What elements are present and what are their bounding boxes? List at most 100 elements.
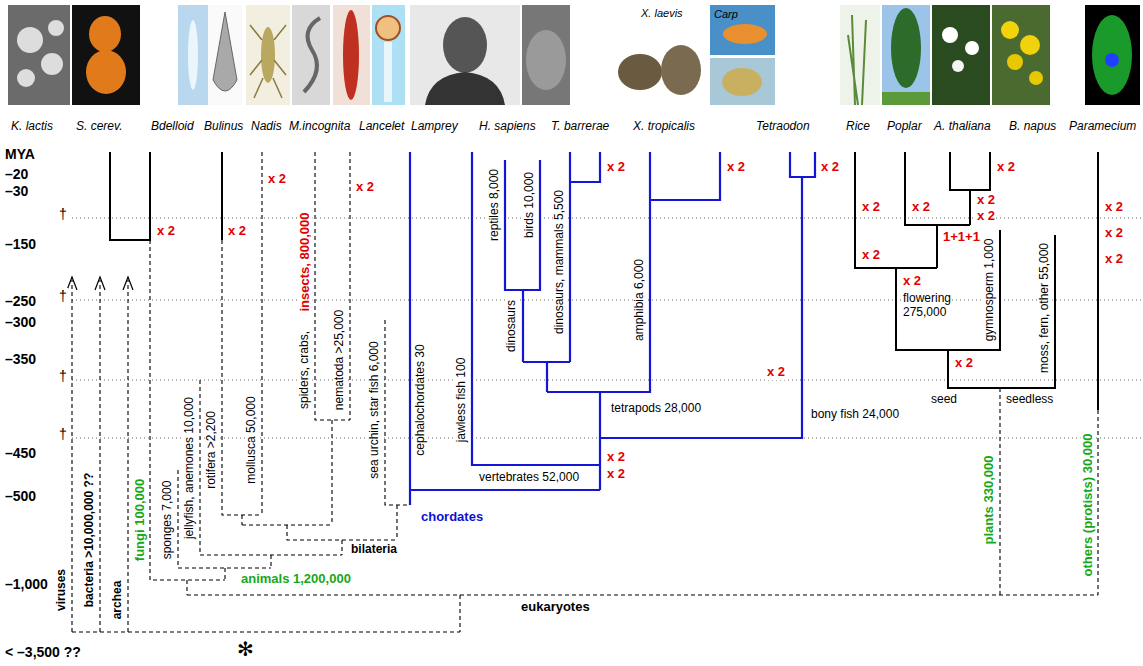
species-name: Paramecium xyxy=(1068,120,1137,134)
tree-branch xyxy=(969,190,971,225)
portrait-photo xyxy=(410,5,520,105)
tree-branch xyxy=(855,152,937,268)
carp-body xyxy=(723,24,767,44)
insect-body xyxy=(261,27,275,83)
duplication-mark: x 2 xyxy=(606,467,626,482)
group-label: eukaryotes xyxy=(520,600,591,615)
axis-tick: –30 xyxy=(4,183,29,199)
frog-body xyxy=(661,45,701,95)
rice-stems xyxy=(848,15,866,105)
photo-caption: Carp xyxy=(713,8,739,21)
snail-photo xyxy=(208,5,242,105)
group-label: chordates xyxy=(420,510,484,525)
tree-branch xyxy=(127,280,128,632)
rapeseed-photo xyxy=(992,5,1050,105)
axis-tick: –500 xyxy=(4,488,37,504)
axis-tick: –250 xyxy=(4,293,37,309)
lineage-label: moss, fern, other 55,000 xyxy=(1038,242,1052,374)
tree-branch xyxy=(224,568,225,580)
duplication-mark: x 2 xyxy=(861,200,881,215)
duplication-mark: x 2 xyxy=(1104,200,1124,215)
snail-shell xyxy=(213,12,237,91)
lineage-label: jawless fish 100 xyxy=(455,357,469,444)
yeast-photo xyxy=(72,5,140,105)
arrow-head xyxy=(123,277,133,290)
photo-caption: X. laevis xyxy=(640,7,684,20)
rotifer-body xyxy=(188,20,198,90)
lineage-label: amphibia 6,000 xyxy=(633,258,647,342)
species-name: Lancelet xyxy=(358,120,405,134)
rotifer-photo xyxy=(178,5,208,105)
lineage-label: rotifera >2,200 xyxy=(205,410,219,490)
species-name: S. cerev. xyxy=(75,120,123,134)
extinction-mark: † xyxy=(58,206,68,222)
carp-photo xyxy=(710,5,775,55)
group-label: tetrapods 28,000 xyxy=(610,402,702,416)
insect-photo xyxy=(246,5,290,105)
axis-tick: –450 xyxy=(4,445,37,461)
lamprey-body xyxy=(384,42,392,102)
pufferfish-photo xyxy=(710,58,775,105)
frog-body xyxy=(618,54,662,90)
duplication-mark: x 2 xyxy=(976,209,996,224)
lineage-label: spiders, crabs, xyxy=(298,330,312,410)
lineage-label: others (protists) 30,000 xyxy=(1081,432,1096,577)
tree-branch xyxy=(200,380,342,555)
arabidopsis-flower xyxy=(952,60,964,72)
tree-branch xyxy=(261,152,262,515)
rapeseed-flower xyxy=(1020,35,1040,55)
rodent-photo xyxy=(522,5,570,105)
duplication-mark: x 2 xyxy=(820,160,840,175)
lineage-label: jellyfish, anemones 10,000 xyxy=(183,396,197,540)
species-name: Rice xyxy=(845,120,871,134)
chordate-branch xyxy=(505,160,540,290)
duplication-mark: x 2 xyxy=(996,160,1016,175)
axis-tick: –20 xyxy=(4,166,29,182)
frog-photo xyxy=(612,5,702,105)
axis-tick: < –3,500 ?? xyxy=(4,644,82,660)
duplication-mark: x 2 xyxy=(156,224,176,239)
duplication-mark: x 2 xyxy=(902,274,922,289)
lineage-label: birds 10,000 xyxy=(523,171,537,239)
lineage-label: sponges 7,000 xyxy=(161,480,175,561)
duplication-mark: x 2 xyxy=(606,450,626,465)
species-name: M.incognita xyxy=(288,120,351,134)
arrow-head xyxy=(95,277,105,290)
chordate-branch xyxy=(569,152,571,362)
origin-mark: ✻ xyxy=(236,638,255,661)
chordate-branch xyxy=(790,152,815,177)
yeast-cell xyxy=(86,50,126,94)
tree-branch xyxy=(341,540,342,555)
tree-root xyxy=(72,631,460,632)
group-label: seed xyxy=(930,393,958,407)
group-label: bony fish 24,000 xyxy=(810,408,900,422)
lineage-label: archea xyxy=(111,580,125,621)
lineage-label: dinosaurs, mammals 5,500 xyxy=(553,189,567,335)
axis-tick: –150 xyxy=(4,236,37,252)
chordate-branch xyxy=(410,489,600,491)
species-name: X. tropicalis xyxy=(632,120,696,134)
lineage-label: sea urchin, star fish 6,000 xyxy=(368,340,382,479)
species-name: H. sapiens xyxy=(478,120,537,134)
species-name: Poplar xyxy=(886,120,923,134)
paramecium-photo xyxy=(1085,5,1140,105)
species-name: Bulinus xyxy=(203,120,244,134)
poplar-photo xyxy=(882,5,930,105)
axis-tick: –300 xyxy=(4,314,37,330)
tree-branch xyxy=(331,420,332,525)
chordate-branch xyxy=(546,362,548,392)
tree-branch xyxy=(950,152,990,190)
tree-branch xyxy=(186,580,187,595)
pufferfish-body xyxy=(722,68,762,96)
species-name: K. lactis xyxy=(10,120,54,134)
tree-branch xyxy=(948,235,1055,388)
lineage-label: cephalochordates 30 xyxy=(414,343,428,456)
nematode-body xyxy=(304,18,320,92)
lamprey-mouth xyxy=(376,16,400,40)
duplication-mark: x 2 xyxy=(355,180,375,195)
lamprey-photo xyxy=(372,5,405,105)
species-name: Bdelloid xyxy=(150,120,195,134)
lineage-label: nematoda >25,000 xyxy=(333,309,347,411)
tree-branch xyxy=(896,230,1000,350)
yeast-cell xyxy=(41,53,63,75)
